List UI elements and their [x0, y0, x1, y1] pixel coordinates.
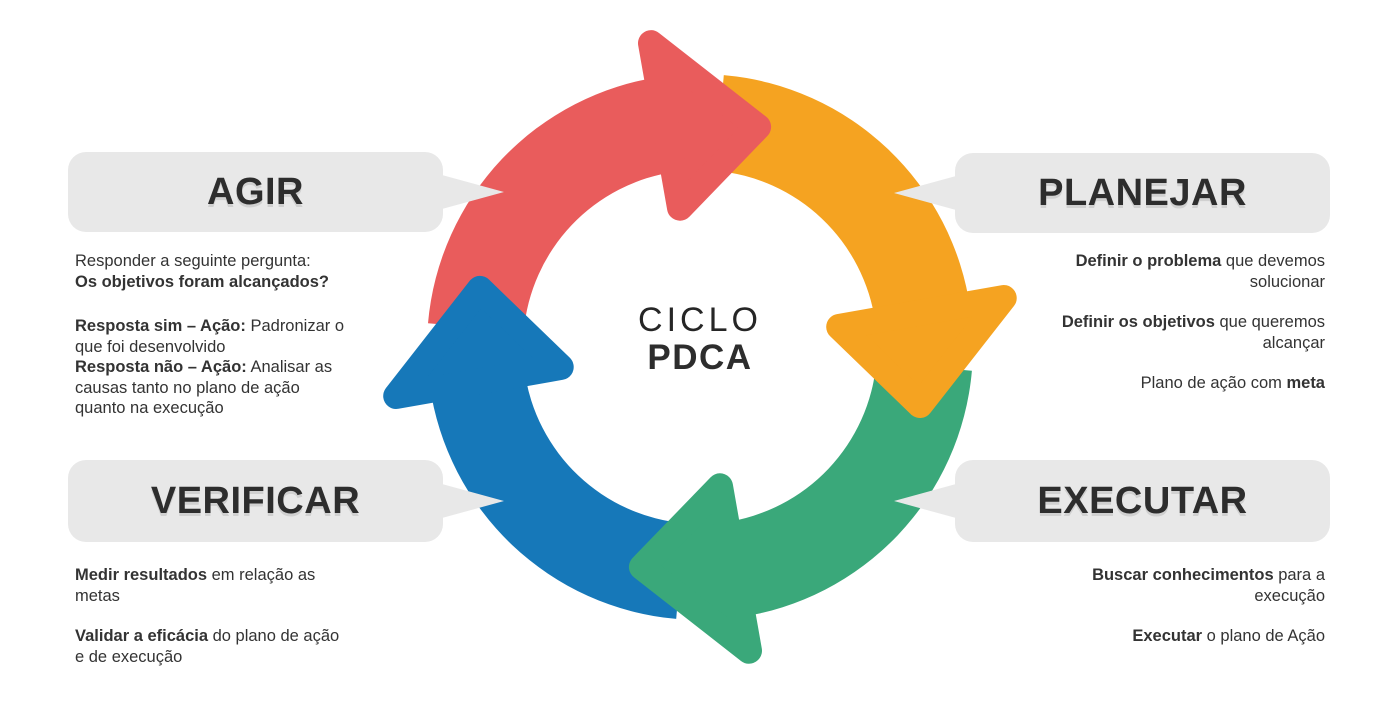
cycle-center-label: CICLO PDCA	[638, 301, 762, 377]
cycle-arrows	[383, 30, 1017, 664]
description-bold-text: Resposta não – Ação:	[75, 358, 247, 376]
callout-pointer-left-icon	[894, 484, 956, 518]
description-text: Responder a seguinte pergunta:	[75, 252, 311, 270]
description-bold-text: Buscar conhecimentos	[1092, 566, 1274, 584]
center-title-ciclo: CICLO	[638, 301, 762, 339]
description-text: o plano de Ação	[1202, 627, 1325, 645]
center-title-pdca: PDCA	[647, 338, 753, 377]
description-text: em relação as metas	[75, 566, 316, 605]
description-paragraph: Resposta sim – Ação: Padronizar o que fo…	[75, 316, 385, 419]
description-bold-text: Definir o problema	[1075, 252, 1222, 270]
arc-verificar-blue	[429, 371, 685, 619]
description-bold-text: Validar a eficácia	[75, 627, 209, 645]
section-title-verificar: VERIFICAR	[150, 479, 361, 522]
arc-executar-green	[724, 362, 972, 618]
description-text: do plano de ação e de execução	[75, 627, 340, 666]
description-bold-text: Executar	[1132, 627, 1203, 645]
description-paragraph: Responder a seguinte pergunta: Os objeti…	[75, 251, 385, 292]
description-text: para a execução	[1254, 566, 1325, 605]
callout-pointer-left-icon	[894, 176, 956, 210]
section-title-planejar: PLANEJAR	[1038, 171, 1247, 214]
description-text: Plano de ação com	[1140, 374, 1287, 392]
description-bold-text: meta	[1286, 374, 1325, 392]
section-description-planejar: Definir o problema que devemos soluciona…	[1025, 251, 1325, 414]
description-bold-text: Resposta sim – Ação:	[75, 317, 246, 335]
callout-pointer-right-icon	[442, 175, 504, 209]
description-text: que devemos solucionar	[1225, 252, 1325, 291]
section-title-agir: AGIR	[207, 170, 304, 213]
description-paragraph: Validar a eficácia do plano de ação e de…	[75, 626, 395, 667]
description-paragraph: Definir os objetivos que queremos alcanç…	[1025, 312, 1325, 353]
description-bold-text: Definir os objetivos	[1061, 313, 1215, 331]
section-title-executar: EXECUTAR	[1037, 479, 1248, 522]
arc-planejar-orange	[715, 75, 971, 323]
arrowhead-executar-green-icon	[628, 473, 762, 664]
description-text: que queremos alcançar	[1219, 313, 1326, 352]
description-bold-text: Medir resultados	[75, 566, 208, 584]
description-paragraph: Medir resultados em relação as metas	[75, 565, 395, 606]
agir-callout: AGIR	[68, 152, 504, 232]
arrowhead-verificar-blue-icon	[383, 275, 574, 409]
section-description-agir: Responder a seguinte pergunta: Os objeti…	[75, 251, 385, 443]
verificar-callout: VERIFICAR	[68, 460, 504, 542]
description-bold-text: Os objetivos foram alcançados?	[75, 272, 329, 291]
arrowhead-agir-red-icon	[638, 30, 772, 221]
arc-agir-red	[428, 76, 676, 332]
planejar-callout: PLANEJAR	[894, 153, 1330, 233]
description-paragraph: Buscar conhecimentos para a execução	[1025, 565, 1325, 606]
executar-callout: EXECUTAR	[894, 460, 1330, 542]
callout-pointer-right-icon	[442, 484, 504, 518]
description-paragraph: Executar o plano de Ação	[1025, 626, 1325, 647]
description-paragraph: Definir o problema que devemos soluciona…	[1025, 251, 1325, 292]
description-text: Padronizar o que foi desenvolvido	[75, 317, 345, 356]
description-paragraph: Plano de ação com meta	[1025, 373, 1325, 394]
arrowhead-planejar-orange-icon	[826, 285, 1017, 418]
description-text: Analisar as causas tanto no plano de açã…	[75, 358, 333, 417]
